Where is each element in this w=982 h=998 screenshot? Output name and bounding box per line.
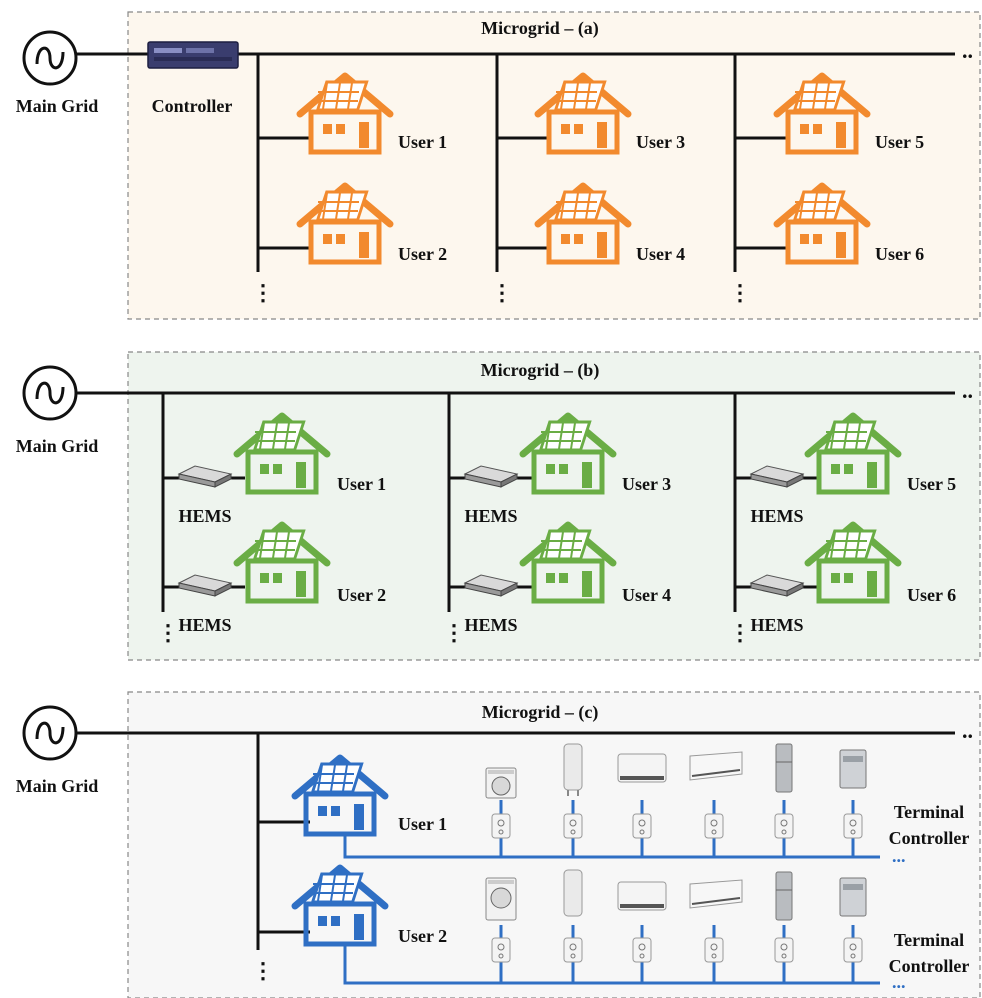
user-b-2-label: User 2 xyxy=(337,585,386,605)
user-c-2-label: User 2 xyxy=(398,926,447,946)
storage-heater-icon xyxy=(617,753,667,783)
smart-plug-icon xyxy=(632,937,652,963)
air-conditioner-icon xyxy=(689,879,743,909)
user-c-1: User 1 ... Terminal Controller xyxy=(258,758,969,866)
appliance-row-2 xyxy=(485,869,867,983)
user-c-1-bus-trail: ... xyxy=(892,846,906,866)
terminal-controller-1-line1: Terminal xyxy=(894,802,964,822)
sockets-row-2 xyxy=(491,925,863,983)
user-c-2: User 2 ... Terminal Controller xyxy=(258,868,969,992)
feeder-c-1-ellipsis: ⋮ xyxy=(252,958,274,983)
hems-b-4-label: HEMS xyxy=(464,615,517,635)
user-b-6: HEMS User 6 xyxy=(735,525,956,635)
smart-plug-icon xyxy=(774,813,794,839)
user-b-5: HEMS User 5 xyxy=(735,416,956,526)
user-c-2-bus-trail: ... xyxy=(892,972,906,992)
user-b-2: HEMS User 2 xyxy=(163,525,386,635)
smart-plug-icon xyxy=(563,813,583,839)
feeder-a-2-ellipsis: ⋮ xyxy=(491,280,513,305)
smart-plug-icon xyxy=(491,937,511,963)
feeder-a-3-ellipsis: ⋮ xyxy=(729,280,751,305)
washing-machine-icon xyxy=(485,877,517,921)
refrigerator-icon xyxy=(775,743,793,793)
terminal-controller-2-line2: Controller xyxy=(889,956,970,976)
user-a-2-label: User 2 xyxy=(398,244,447,264)
washing-machine-icon xyxy=(485,767,517,799)
smart-plug-icon xyxy=(704,813,724,839)
user-b-3-label: User 3 xyxy=(622,474,671,494)
smart-plug-icon xyxy=(843,813,863,839)
user-b-5-label: User 5 xyxy=(907,474,956,494)
user-a-5: User 5 xyxy=(735,76,924,152)
bus-b-trail: .. xyxy=(962,378,973,403)
smart-plug-icon xyxy=(704,937,724,963)
dishwasher-icon xyxy=(839,877,867,917)
bus-a-trail: .. xyxy=(962,38,973,63)
user-a-3-label: User 3 xyxy=(636,132,685,152)
hems-b-6-label: HEMS xyxy=(750,615,803,635)
panel-a: Microgrid – (a) Main Grid .. Controller … xyxy=(16,11,981,320)
user-a-1-label: User 1 xyxy=(398,132,447,152)
user-b-6-label: User 6 xyxy=(907,585,956,605)
feeder-b-1-ellipsis: ⋮ xyxy=(157,620,179,645)
feeder-b-3-ellipsis: ⋮ xyxy=(729,620,751,645)
water-heater-icon xyxy=(563,743,583,796)
smart-plug-icon xyxy=(491,813,511,839)
panel-a-title: Microgrid – (a) xyxy=(481,18,599,39)
smart-plug-icon xyxy=(843,937,863,963)
panel-b-title: Microgrid – (b) xyxy=(481,360,600,381)
dishwasher-icon xyxy=(839,749,867,789)
controller-label: Controller xyxy=(152,96,233,116)
feeder-a-1-ellipsis: ⋮ xyxy=(252,280,274,305)
storage-heater-icon xyxy=(617,881,667,911)
terminal-controller-2-line1: Terminal xyxy=(894,930,964,950)
user-b-4-label: User 4 xyxy=(622,585,671,605)
user-a-6: User 6 xyxy=(735,186,924,264)
smart-plug-icon xyxy=(632,813,652,839)
user-a-2: User 2 xyxy=(258,186,447,264)
user-a-6-label: User 6 xyxy=(875,244,924,264)
user-c-1-appliance-bus xyxy=(343,835,880,859)
main-grid-c-icon xyxy=(22,705,78,761)
user-a-5-label: User 5 xyxy=(875,132,924,152)
air-conditioner-icon xyxy=(689,751,743,781)
feeder-b-2-ellipsis: ⋮ xyxy=(443,620,465,645)
main-grid-a-icon xyxy=(22,30,78,86)
user-c-1-label: User 1 xyxy=(398,814,447,834)
user-a-3: User 3 xyxy=(497,76,685,152)
water-heater-icon xyxy=(563,869,583,917)
user-a-4-label: User 4 xyxy=(636,244,685,264)
main-grid-b-label: Main Grid xyxy=(16,436,99,456)
user-b-1: HEMS User 1 xyxy=(163,416,386,526)
panel-c: Microgrid – (c) Main Grid .. ⋮ User 1 ..… xyxy=(16,691,981,998)
smart-plug-icon xyxy=(774,937,794,963)
hems-b-1-label: HEMS xyxy=(178,506,231,526)
main-grid-b-icon xyxy=(22,365,78,421)
bus-c-trail: .. xyxy=(962,718,973,743)
controller-icon xyxy=(147,41,239,69)
panel-c-background xyxy=(127,691,981,998)
refrigerator-icon xyxy=(775,871,793,921)
user-a-1: User 1 xyxy=(258,76,447,152)
smart-plug-icon xyxy=(563,937,583,963)
hems-b-2-label: HEMS xyxy=(178,615,231,635)
panel-b: Microgrid – (b) Main Grid .. ⋮ ⋮ ⋮ HEMS … xyxy=(16,351,981,661)
hems-b-3-label: HEMS xyxy=(464,506,517,526)
panel-b-background xyxy=(127,351,981,661)
panel-a-background xyxy=(127,11,981,320)
panel-c-title: Microgrid – (c) xyxy=(482,702,599,723)
hems-b-5-label: HEMS xyxy=(750,506,803,526)
sockets-row-1 xyxy=(491,800,863,857)
user-a-4: User 4 xyxy=(497,186,685,264)
user-b-3: HEMS User 3 xyxy=(449,416,671,526)
user-b-1-label: User 1 xyxy=(337,474,386,494)
appliance-row-1 xyxy=(485,743,867,857)
user-c-2-appliance-bus xyxy=(343,945,880,985)
main-grid-a-label: Main Grid xyxy=(16,96,99,116)
user-b-4: HEMS User 4 xyxy=(449,525,671,635)
main-grid-c-label: Main Grid xyxy=(16,776,99,796)
terminal-controller-1-line2: Controller xyxy=(889,828,970,848)
